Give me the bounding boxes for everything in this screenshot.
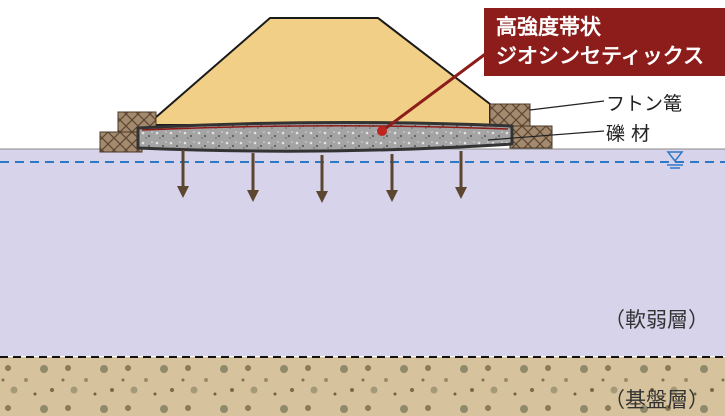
water-level-triangle-icon	[666, 151, 684, 169]
gabion-label: フトン篭	[606, 93, 683, 115]
down-arrow-icon	[316, 155, 328, 203]
down-arrow-icon	[455, 151, 467, 199]
settlement-arrows	[177, 150, 467, 203]
soft-layer-label: （軟弱層）	[604, 308, 709, 332]
geosynthetic-strip	[141, 124, 509, 131]
embankment	[154, 17, 491, 126]
gravel-label: 礫 材	[606, 123, 651, 145]
callout-leader	[381, 50, 489, 133]
down-arrow-icon	[247, 153, 259, 202]
base-layer	[0, 357, 725, 416]
callout-line-1: 高強度帯状	[496, 15, 601, 39]
down-arrow-icon	[177, 150, 189, 198]
soft-layer	[0, 149, 725, 356]
callout-line-2: ジオシンセティックス	[496, 44, 705, 68]
down-arrow-icon	[386, 154, 398, 202]
gravel-leader	[487, 130, 605, 141]
base-layer-label: （基盤層）	[604, 388, 709, 412]
callout-dot	[377, 126, 387, 136]
gravel-mat	[136, 120, 514, 153]
geosynthetic-callout: 高強度帯状 ジオシンセティックス	[484, 8, 725, 76]
gabion-leader	[529, 100, 605, 111]
